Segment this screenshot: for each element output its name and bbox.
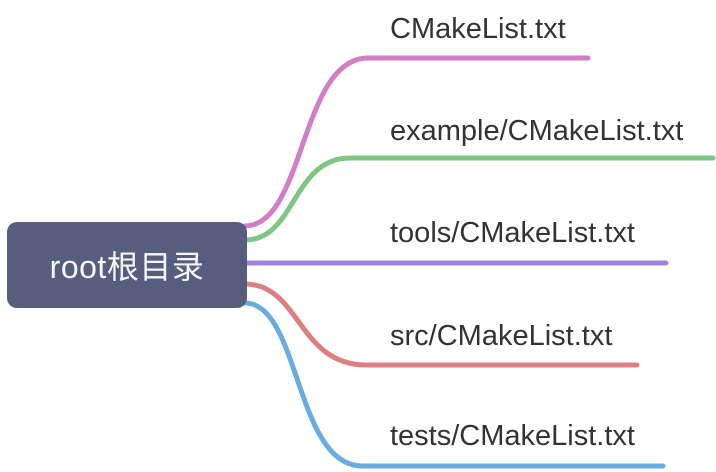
- branch-label-tools[interactable]: tools/CMakeList.txt: [390, 217, 635, 249]
- branch-label-cmakelist[interactable]: CMakeList.txt: [390, 13, 566, 45]
- branch-label-example[interactable]: example/CMakeList.txt: [390, 115, 684, 147]
- branch-label-src[interactable]: src/CMakeList.txt: [390, 320, 613, 352]
- branch-line-tests: [242, 300, 666, 469]
- root-node[interactable]: root根目录: [7, 222, 247, 308]
- root-label: root根目录: [49, 249, 205, 285]
- branch-label-tests[interactable]: tests/CMakeList.txt: [390, 420, 635, 452]
- branch-line-cmakelist: [242, 55, 591, 229]
- branch-line-example: [242, 155, 716, 243]
- branch-line-src: [242, 281, 640, 368]
